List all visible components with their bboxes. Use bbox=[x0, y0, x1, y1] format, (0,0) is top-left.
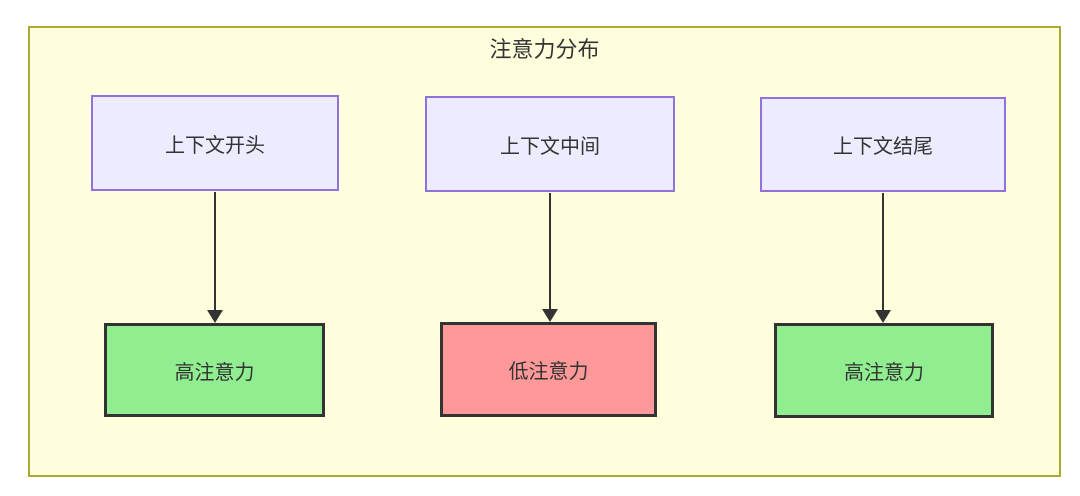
subgraph-title: 注意力分布 bbox=[489, 37, 600, 62]
node-context-end-label: 上下文结尾 bbox=[833, 136, 933, 158]
edge-arrow-middle-to-low bbox=[542, 193, 558, 322]
node-context-middle-label: 上下文中间 bbox=[500, 135, 600, 158]
node-context-start-label: 上下文开头 bbox=[165, 134, 265, 157]
arrow-head-icon bbox=[875, 310, 891, 323]
arrow-line bbox=[882, 193, 884, 310]
arrow-line bbox=[549, 193, 551, 309]
node-low-attention-middle: 低注意力 bbox=[440, 322, 657, 417]
subgraph-attention-distribution: 注意力分布 上下文开头 上下文中间 上下文结尾 高注意力 低注意 bbox=[28, 26, 1061, 477]
node-high-attention-right: 高注意力 bbox=[774, 323, 994, 418]
node-low-attention-middle-label: 低注意力 bbox=[508, 361, 589, 383]
arrow-head-icon bbox=[542, 309, 558, 322]
arrow-head-icon bbox=[207, 310, 223, 323]
node-high-attention-right-label: 高注意力 bbox=[844, 362, 924, 384]
edge-arrow-start-to-high bbox=[207, 192, 223, 323]
node-context-middle: 上下文中间 bbox=[425, 96, 675, 192]
arrow-line bbox=[214, 192, 216, 310]
node-high-attention-left: 高注意力 bbox=[104, 323, 325, 417]
node-context-start: 上下文开头 bbox=[91, 95, 339, 191]
node-context-end: 上下文结尾 bbox=[760, 97, 1006, 192]
edge-arrow-end-to-high bbox=[875, 193, 891, 323]
node-high-attention-left-label: 高注意力 bbox=[174, 361, 255, 384]
